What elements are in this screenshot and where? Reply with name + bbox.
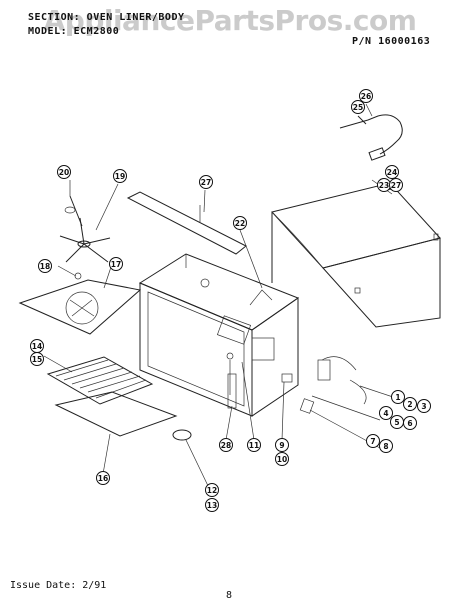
callout-number: 26 [361, 92, 371, 101]
callout-19: 19 [113, 169, 127, 183]
callout-10: 10 [275, 452, 289, 466]
callout-number: 24 [387, 168, 397, 177]
model-label: MODEL: ECM2800 [28, 26, 120, 37]
section-title: SECTION: OVEN LINER/BODY [28, 12, 185, 23]
callout-20: 20 [57, 165, 71, 179]
callout-number: 14 [32, 342, 42, 351]
callout-number: 9 [279, 441, 284, 450]
watermark: AppliancePartsPros.com [43, 4, 417, 37]
callout-number: 12 [207, 486, 217, 495]
callout-number: 23 [379, 181, 389, 190]
callout-17: 17 [109, 257, 123, 271]
callout-number: 7 [370, 437, 375, 446]
callout-28: 28 [219, 438, 233, 452]
callout-2: 2 [403, 397, 417, 411]
callout-27: 27 [389, 178, 403, 192]
callout-number: 25 [353, 103, 363, 112]
issue-date: Issue Date: 2/91 [10, 580, 107, 591]
fan-baffle-drawing [18, 279, 142, 335]
callout-number: 27 [201, 178, 211, 187]
callout-9: 9 [275, 438, 289, 452]
callout-13: 13 [205, 498, 219, 512]
callout-number: 11 [249, 441, 259, 450]
callout-number: 4 [383, 409, 388, 418]
callout-number: 22 [235, 219, 245, 228]
callout-6: 6 [403, 416, 417, 430]
callout-number: 8 [383, 442, 388, 451]
callout-number: 10 [277, 455, 287, 464]
callout-4: 4 [379, 406, 393, 420]
small-parts-drawing [172, 356, 367, 441]
callout-3: 3 [417, 399, 431, 413]
callout-12: 12 [205, 483, 219, 497]
meat-probe-drawing [339, 114, 403, 161]
callout-23: 23 [377, 178, 391, 192]
callout-number: 16 [98, 474, 108, 483]
convection-fan-drawing [59, 195, 111, 280]
callout-number: 13 [207, 501, 217, 510]
callout-24: 24 [385, 165, 399, 179]
callout-number: 27 [391, 181, 401, 190]
callout-number: 17 [111, 260, 121, 269]
bottom-pan-drawing [54, 391, 178, 437]
part-number: P/N 16000163 [352, 36, 431, 47]
outer-cabinet-drawing [271, 182, 441, 328]
callout-number: 28 [221, 441, 231, 450]
callout-number: 18 [40, 262, 50, 271]
callout-number: 19 [115, 172, 125, 181]
callout-number: 6 [407, 419, 412, 428]
oven-rack-drawing [46, 356, 154, 405]
callout-number: 15 [32, 355, 42, 364]
callout-15: 15 [30, 352, 44, 366]
callout-number: 20 [59, 168, 69, 177]
callout-27: 27 [199, 175, 213, 189]
callout-number: 2 [407, 400, 412, 409]
callout-22: 22 [233, 216, 247, 230]
callout-11: 11 [247, 438, 261, 452]
callout-25: 25 [351, 100, 365, 114]
callout-number: 1 [395, 393, 400, 402]
callout-14: 14 [30, 339, 44, 353]
callout-16: 16 [96, 471, 110, 485]
callout-1: 1 [391, 390, 405, 404]
oven-liner-drawing [138, 253, 300, 417]
callout-26: 26 [359, 89, 373, 103]
callout-8: 8 [379, 439, 393, 453]
callout-18: 18 [38, 259, 52, 273]
page-number: 8 [226, 590, 233, 601]
callout-number: 5 [394, 418, 399, 427]
callout-5: 5 [390, 415, 404, 429]
callout-7: 7 [366, 434, 380, 448]
callout-number: 3 [421, 402, 426, 411]
